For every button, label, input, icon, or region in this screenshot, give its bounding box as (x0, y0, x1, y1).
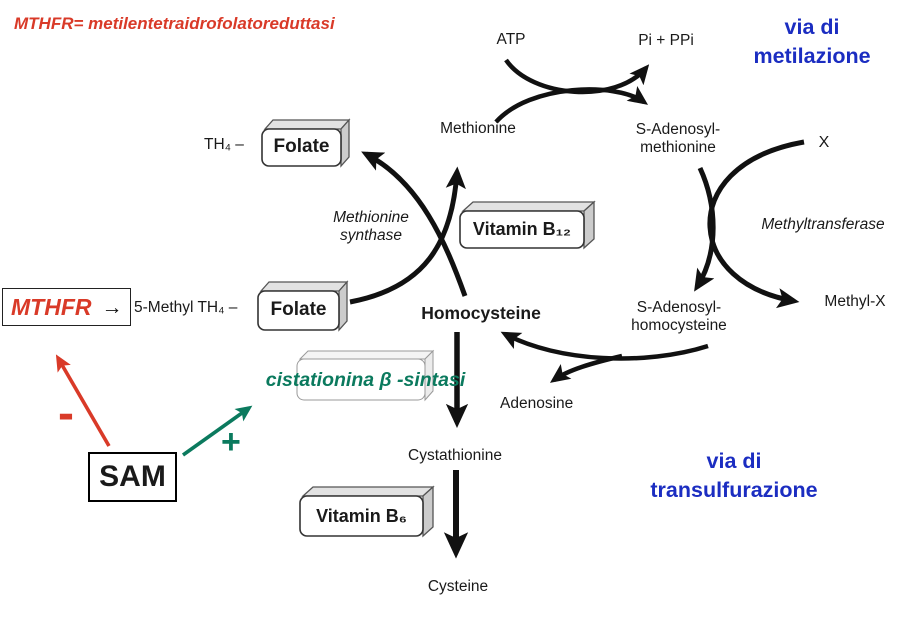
s-adenosyl-methionine-label: S-Adenosyl- methionine (635, 121, 721, 157)
pi-ppi-label: Pi + PPi (638, 32, 694, 49)
activation-plus-sign: + (221, 423, 241, 461)
cystathionine-label: Cystathionine (408, 447, 502, 464)
folate-box-bottom (257, 280, 349, 332)
x-substrate-label: X (818, 134, 830, 151)
five-methyl-th4-prefix-label: 5-Methyl TH₄ – (134, 299, 238, 316)
arrow-to-adenosine (549, 353, 623, 383)
cystathionine-beta-synthase-label: cistationina β -sintasi (265, 369, 466, 391)
legend-mthfr-definition: MTHFR= metilentetraidrofolatoreduttasi (14, 14, 335, 33)
cbs-enzyme-box (296, 349, 435, 402)
vitamin-b12-box (459, 200, 596, 250)
mthfr-label: MTHFR (11, 293, 92, 320)
vitamin-b12-label: Vitamin B₁₂ (472, 219, 572, 240)
arrow-homocysteine-to-thf (361, 151, 468, 297)
methionine-label: Methionine (440, 120, 516, 137)
inhibition-arrow-sam-to-mthfr (55, 354, 111, 447)
arrow-x-to-methylx (707, 139, 805, 309)
atp-label: ATP (496, 31, 526, 48)
sam-label: SAM (99, 460, 166, 493)
methionine-synthase-label: Methionine synthase (333, 209, 409, 245)
activation-arrow-sam-to-cbs (181, 405, 253, 457)
folate-top-label: Folate (273, 136, 330, 158)
th4-prefix-label: TH₄ – (204, 136, 244, 153)
methyltransferase-label: Methyltransferase (761, 216, 885, 233)
folate-bottom-label: Folate (270, 299, 327, 321)
transsulfuration-pathway-title: via di transulfurazione (650, 449, 818, 503)
cysteine-label: Cysteine (427, 578, 489, 595)
adenosine-label: Adenosine (500, 395, 574, 412)
arrow-sam-to-sah (694, 166, 716, 292)
inhibition-minus-sign: - (58, 387, 74, 440)
arrow-sah-to-homocysteine (500, 331, 709, 361)
folate-box-top (261, 118, 351, 168)
vitamin-b6-label: Vitamin B₆ (316, 505, 407, 526)
s-adenosyl-homocysteine-label: S-Adenosyl- homocysteine (631, 299, 727, 335)
arrow-atp-to-pippi (504, 58, 650, 95)
methylation-pathway-title: via di metilazione (753, 15, 871, 69)
vitamin-b6-box (299, 485, 435, 538)
methyl-x-label: Methyl-X (824, 293, 886, 310)
arrow-methionine-to-sam (494, 85, 649, 124)
mthfr-enzyme-box: MTHFR → (2, 288, 131, 326)
arrow-5methylthf-to-methionine (349, 166, 466, 305)
sam-box: SAM (88, 452, 177, 502)
homocysteine-label: Homocysteine (421, 303, 541, 323)
right-arrow-icon: → (101, 295, 123, 319)
